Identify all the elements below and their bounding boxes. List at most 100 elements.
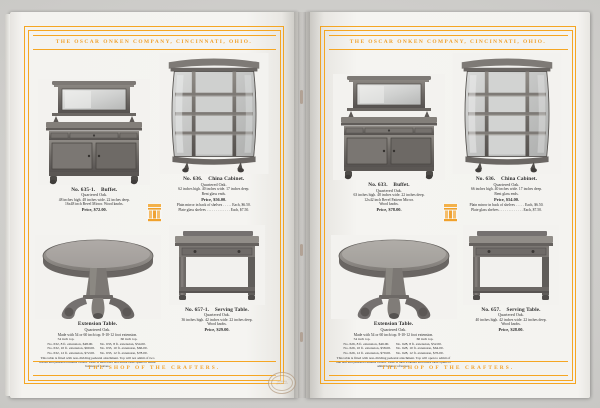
- china-price: Price, $56.00.: [201, 197, 227, 202]
- product-cell-extension-table-right: Extension Table. Quartered Oak. Made wit…: [330, 221, 457, 369]
- china-dims-1: 62 inches high. 40 inches wide. 17 inche…: [178, 187, 250, 192]
- buffet-633-photo: [333, 74, 445, 181]
- china-number: No. 636.: [183, 176, 203, 183]
- left-page-content: No. 635-1. Buffet. Quartered Oak. 48 inc…: [34, 52, 274, 368]
- serving-material: Quartered Oak.: [204, 311, 230, 317]
- r-ext-price-2c: No. 628, 12 ft. extension, $76.00.: [396, 350, 444, 355]
- ext-name: Extension Table.: [77, 321, 118, 328]
- china-dims-2: Bent glass ends.: [201, 191, 226, 196]
- right-page-border-outer: THE OSCAR ONKEN COMPANY, CINCINNATI, OHI…: [320, 26, 576, 384]
- r-china-price: Price, $54.00.: [493, 197, 520, 202]
- left-row-bottom: Extension Table. Quartered Oak. Made wit…: [34, 221, 274, 369]
- ext-note: This table is fitted with non-dividing p…: [39, 355, 156, 369]
- china-name: China Cabinet.: [208, 176, 245, 183]
- r-buffet-name: Buffet.: [393, 182, 410, 189]
- r-china-extra-1: Plain mirror in back of shelves . . . . …: [469, 202, 544, 207]
- product-cell-extension-table: Extension Table. Quartered Oak. Made wit…: [34, 221, 161, 369]
- right-footer-text: THE SHOP OF THE CRAFTERS.: [381, 365, 515, 371]
- ext-price-1a: No. 632, 8 ft. extension, $48.00.: [47, 342, 94, 347]
- r-buffet-number: No. 633.: [368, 182, 388, 189]
- china-extra-1: Plain mirror in back of shelves . . . . …: [176, 202, 251, 207]
- r-ext-dims-1: Made with 54 or 60 inch top. 8-10-12 foo…: [353, 332, 434, 337]
- serving-dims-2: Wood knobs.: [207, 321, 227, 326]
- r-ext-head-54: 54 inch top.: [353, 337, 371, 342]
- product-cell-serving-table-657: No. 657. Serving Table. Quartered Oak. 4…: [457, 221, 566, 369]
- left-page-leaf: THE OSCAR ONKEN COMPANY, CINCINNATI, OHI…: [5, 12, 298, 398]
- gutter-fold-mark-mid: [300, 244, 303, 256]
- ext-price-col-2: No. 633, 8 ft. extension, $54.00. No. 63…: [100, 342, 148, 355]
- ext-dims-1: Made with 54 or 60 inch top. 8-10-12 foo…: [57, 332, 138, 337]
- crafters-emblem-icon: [146, 202, 162, 222]
- r-buffet-material: Quartered Oak.: [376, 187, 402, 193]
- r-buffet-price: Price, $78.00.: [376, 207, 402, 213]
- r-china-material: Quartered Oak.: [493, 181, 520, 187]
- left-row-top: No. 635-1. Buffet. Quartered Oak. 48 inc…: [35, 52, 274, 213]
- right-page-leaf: THE OSCAR ONKEN COMPANY, CINCINNATI, OHI…: [306, 12, 590, 398]
- extension-table-right-photo: [330, 235, 457, 320]
- left-footer-band: THE SHOP OF THE CRAFTERS.: [32, 360, 276, 376]
- r-ext-price-col-2: No. 628, 8 ft. extension, $52.00. No. 62…: [396, 342, 444, 355]
- china-material: Quartered Oak.: [200, 181, 227, 187]
- ext-price-col-1: No. 632, 8 ft. extension, $48.00. No. 63…: [47, 342, 95, 355]
- serving-dims-1: 36 inches high. 42 inches wide. 22 inche…: [181, 317, 253, 322]
- caption-buffet-635-1: No. 635-1. Buffet. Quartered Oak. 48 inc…: [35, 187, 155, 213]
- left-footer-text: THE SHOP OF THE CRAFTERS.: [87, 365, 221, 371]
- buffet-dims-2: 16x48 inch Bevel Mirror. Wood knobs.: [65, 202, 124, 207]
- r-serving-dims-2: Wood knobs.: [501, 321, 521, 326]
- left-page-edge: [5, 14, 10, 396]
- r-ext-price-1b: No. 626, 10 ft. extension, $58.00.: [343, 346, 391, 351]
- r-ext-price-col-1: No. 626, 8 ft. extension, $46.00. No. 62…: [343, 342, 391, 355]
- left-page-border-outer: THE OSCAR ONKEN COMPANY, CINCINNATI, OHI…: [24, 26, 284, 384]
- serving-table-657-photo: [463, 224, 559, 305]
- stamp-ring: [270, 374, 294, 392]
- r-ext-price-1c: No. 626, 12 ft. extension, $70.00.: [343, 350, 391, 355]
- book-gutter: [294, 12, 310, 398]
- left-header-text: THE OSCAR ONKEN COMPANY, CINCINNATI, OHI…: [55, 39, 253, 45]
- crafters-emblem-icon-right: [442, 202, 458, 222]
- product-cell-buffet-633: No. 633. Buffet. Quartered Oak. 63 inche…: [331, 53, 448, 213]
- china-cabinet-636-right-photo: [452, 52, 561, 175]
- r-ext-price-headers: 54 inch top. 60 inch top.: [331, 337, 457, 341]
- ext-price-2c: No. 633, 12 ft. extension, $78.00.: [100, 350, 148, 355]
- caption-china-cabinet-636-right: No. 636. China Cabinet. Quartered Oak. 6…: [448, 176, 566, 212]
- left-page-border-inner: THE OSCAR ONKEN COMPANY, CINCINNATI, OHI…: [27, 29, 281, 381]
- right-page-border-inner: THE OSCAR ONKEN COMPANY, CINCINNATI, OHI…: [323, 29, 573, 381]
- buffet-name: Buffet.: [101, 186, 118, 193]
- gutter-fold-mark-low: [300, 332, 303, 342]
- r-china-extra-2: Plate glass shelves . . . . . . . . . . …: [471, 208, 542, 213]
- ext-price-2a: No. 633, 8 ft. extension, $54.00.: [100, 342, 146, 347]
- ext-price-headers: 54 inch top. 60 inch top.: [35, 337, 161, 341]
- product-cell-serving-table-657-1: No. 657-1. Serving Table. Quartered Oak.…: [161, 221, 274, 369]
- ext-head-54: 54 inch top.: [57, 337, 75, 342]
- r-serving-price: Price, $28.00.: [498, 327, 524, 333]
- left-header-band: THE OSCAR ONKEN COMPANY, CINCINNATI, OHI…: [32, 34, 276, 50]
- ext-price-1b: No. 632, 10 ft. extension, $60.00.: [47, 346, 95, 351]
- buffet-photo: [38, 78, 151, 185]
- r-ext-price-table: No. 626, 8 ft. extension, $46.00. No. 62…: [331, 342, 457, 355]
- china-extra-2: Plate glass shelves . . . . . . . . . . …: [178, 208, 250, 213]
- right-page-content: No. 633. Buffet. Quartered Oak. 63 inche…: [330, 52, 566, 368]
- ext-price-2b: No. 633, 10 ft. extension, $66.00.: [100, 346, 148, 351]
- ext-price-1c: No. 632, 12 ft. extension, $72.00.: [47, 350, 95, 355]
- r-ext-note: This table is fitted with non-dividing p…: [336, 355, 451, 369]
- product-cell-china-cabinet-636: No. 636. China Cabinet. Quartered Oak. 6…: [154, 52, 274, 213]
- caption-extension-table-right: Extension Table. Quartered Oak. Made wit…: [331, 321, 457, 368]
- buffet-price: Price, $72.00.: [81, 207, 107, 213]
- buffet-number: No. 635-1.: [71, 186, 96, 193]
- r-ext-price-2b: No. 628, 10 ft. extension, $64.00.: [396, 346, 444, 351]
- r-buffet-dims-2: 12x42 inch Bevel Pattern Mirror.: [364, 197, 414, 202]
- china-cabinet-photo: [159, 52, 269, 175]
- r-china-number: No. 636.: [475, 176, 496, 183]
- caption-extension-table: Extension Table. Quartered Oak. Made wit…: [35, 321, 161, 368]
- caption-china-cabinet-636: No. 636. China Cabinet. Quartered Oak. 6…: [154, 176, 274, 212]
- r-ext-price-2a: No. 628, 8 ft. extension, $52.00.: [396, 342, 442, 347]
- caption-buffet-633: No. 633. Buffet. Quartered Oak. 63 inche…: [331, 182, 448, 212]
- r-serving-number: No. 657.: [481, 306, 501, 313]
- serving-table-photo: [169, 224, 265, 305]
- r-china-name: China Cabinet.: [501, 176, 538, 183]
- r-china-dims-1: 66 inches high. 40 inches wide. 17 inche…: [470, 187, 543, 192]
- right-row-bottom: Extension Table. Quartered Oak. Made wit…: [330, 221, 566, 369]
- buffet-dims-1: 48 inches high. 48 inches wide. 22 inche…: [58, 197, 130, 202]
- caption-serving-table-657: No. 657. Serving Table. Quartered Oak. 4…: [457, 307, 566, 333]
